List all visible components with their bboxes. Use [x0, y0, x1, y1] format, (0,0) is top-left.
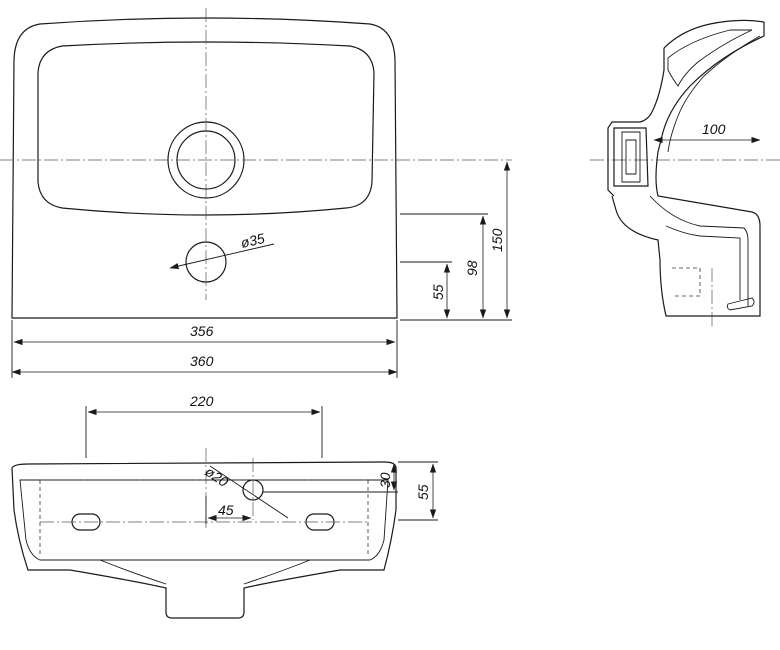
dim-356-label: 356	[190, 323, 214, 339]
side-channel	[667, 29, 753, 87]
front-drain-label: ø20	[202, 463, 231, 490]
side-rim-top	[663, 19, 765, 49]
side-inner-curve	[667, 35, 761, 153]
front-bowl-curve	[99, 559, 311, 585]
top-view: ø35 356 360 55 98 150	[0, 8, 512, 378]
dim-360-label: 360	[190, 353, 214, 369]
side-bracket-detail	[625, 139, 637, 175]
front-view: ø20 220 45 30 55	[11, 393, 438, 619]
bowl-rim	[37, 41, 375, 216]
front-hidden-outline	[39, 479, 369, 556]
dim-30-label: 30	[377, 472, 393, 488]
basin-outline	[11, 17, 398, 319]
tap-hole-label: ø35	[239, 230, 266, 251]
dim-45-label: 45	[218, 502, 234, 518]
side-lower-curve	[649, 195, 749, 306]
dim-98-label: 98	[464, 260, 480, 276]
side-bracket	[613, 127, 649, 187]
front-drain-leader	[209, 465, 289, 519]
side-bracket-inner	[621, 131, 641, 183]
side-top-rim	[607, 48, 665, 197]
dim-55-front-label: 55	[415, 484, 431, 500]
side-view: 100	[590, 19, 780, 326]
side-slot	[726, 297, 755, 311]
dim-220-label: 220	[189, 393, 214, 409]
side-lower-inner	[665, 225, 741, 300]
dim-55-label: 55	[430, 284, 446, 300]
side-hidden-line	[672, 267, 701, 297]
dim-100-label: 100	[702, 121, 726, 137]
front-inner-line	[19, 479, 389, 561]
tap-hole-leader	[169, 243, 275, 270]
dim-150-label: 150	[489, 228, 505, 252]
front-basin-outline	[11, 461, 397, 619]
side-body-outline	[611, 22, 765, 317]
